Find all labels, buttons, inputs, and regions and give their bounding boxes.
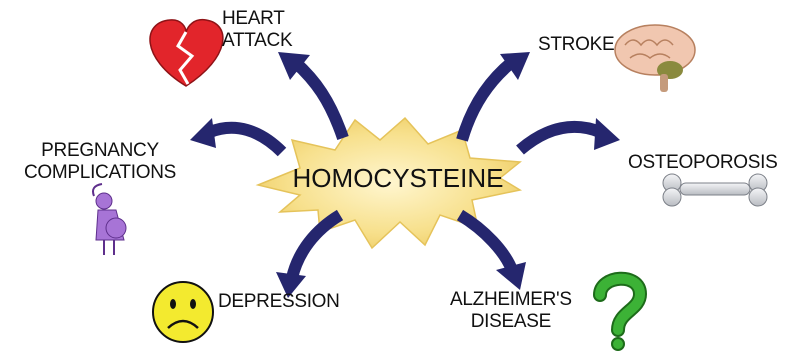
arrow-to-heart-attack	[278, 52, 343, 138]
depression-label-text: DEPRESSION	[218, 291, 340, 313]
broken-heart-icon	[150, 20, 223, 86]
question-mark-icon	[600, 279, 640, 350]
bone-icon	[663, 174, 767, 206]
stroke-label: STROKE	[538, 34, 614, 56]
stroke-label-text: STROKE	[538, 34, 614, 56]
sad-face-icon	[153, 282, 213, 342]
pregnancy-label-line2: COMPLICATIONS	[24, 162, 176, 184]
pregnant-woman-icon	[93, 184, 126, 255]
osteoporosis-label-text: OSTEOPOROSIS	[628, 152, 778, 174]
arrow-to-osteoporosis	[520, 118, 620, 150]
depression-label: DEPRESSION	[218, 291, 340, 313]
alzheimers-label-line2: DISEASE	[450, 311, 572, 333]
heart-attack-label: HEART ATTACK	[222, 8, 292, 52]
arrow-to-pregnancy	[190, 118, 282, 152]
pregnancy-label-line1: PREGNANCY	[24, 140, 176, 162]
central-label: HOMOCYSTEINE	[293, 163, 504, 193]
arrow-to-stroke	[462, 52, 530, 140]
arrow-to-alzheimers	[460, 215, 526, 290]
alzheimers-label-line1: ALZHEIMER'S	[450, 289, 572, 311]
arrow-to-depression	[276, 215, 340, 298]
heart-attack-label-line1: HEART	[222, 8, 292, 30]
alzheimers-label: ALZHEIMER'S DISEASE	[450, 289, 572, 333]
brain-icon	[615, 25, 695, 92]
osteoporosis-label: OSTEOPOROSIS	[628, 152, 778, 174]
heart-attack-label-line2: ATTACK	[222, 30, 292, 52]
pregnancy-label: PREGNANCY COMPLICATIONS	[24, 140, 176, 184]
